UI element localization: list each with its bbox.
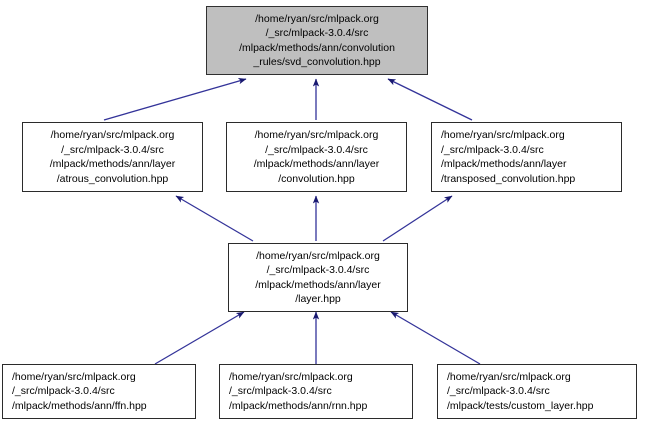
node-line: /mlpack/tests/custom_layer.hpp — [447, 399, 594, 412]
node-line: /home/ryan/src/mlpack.org — [50, 129, 175, 141]
node-line: /layer.hpp — [295, 293, 341, 305]
node-rnn[interactable]: /home/ryan/src/mlpack.org /_src/mlpack-3… — [219, 364, 413, 419]
node-line: /_src/mlpack-3.0.4/src — [229, 385, 332, 398]
node-line: /_src/mlpack-3.0.4/src — [441, 143, 544, 156]
node-line: /home/ryan/src/mlpack.org — [254, 129, 379, 141]
node-line: /_src/mlpack-3.0.4/src — [265, 27, 369, 39]
edge-custom-layer-to-layer — [390, 311, 481, 365]
node-line: /transposed_convolution.hpp — [441, 172, 576, 185]
node-line: /_src/mlpack-3.0.4/src — [266, 264, 370, 276]
edge-atrous-to-svd — [103, 78, 247, 121]
node-line: /mlpack/methods/ann/layer — [49, 158, 176, 170]
node-line: /mlpack/methods/ann/layer — [255, 278, 381, 291]
node-line: /home/ryan/src/mlpack.org — [255, 12, 379, 25]
node-line: _rules/svd_convolution.hpp — [253, 56, 381, 68]
node-convolution[interactable]: /home/ryan/src/mlpack.org /_src/mlpack-3… — [226, 122, 407, 192]
node-ffn[interactable]: /home/ryan/src/mlpack.org /_src/mlpack-3… — [2, 364, 196, 419]
edge-transposed-to-svd — [387, 78, 473, 121]
node-custom-layer[interactable]: /home/ryan/src/mlpack.org /_src/mlpack-3… — [437, 364, 637, 419]
node-transposed-convolution[interactable]: /home/ryan/src/mlpack.org /_src/mlpack-3… — [431, 122, 622, 192]
node-line: /home/ryan/src/mlpack.org — [229, 370, 353, 383]
node-line: /home/ryan/src/mlpack.org — [447, 370, 571, 383]
node-line: /_src/mlpack-3.0.4/src — [447, 385, 550, 398]
node-line: /mlpack/methods/ann/layer — [253, 158, 380, 170]
node-line: /_src/mlpack-3.0.4/src — [265, 143, 368, 156]
node-line: /home/ryan/src/mlpack.org — [256, 249, 380, 262]
node-line: /_src/mlpack-3.0.4/src — [61, 143, 164, 156]
node-line: /mlpack/methods/ann/ffn.hpp — [12, 399, 147, 412]
node-line: /mlpack/methods/ann/layer — [441, 158, 567, 170]
node-line: /atrous_convolution.hpp — [56, 172, 169, 185]
node-line: /mlpack/methods/ann/rnn.hpp — [229, 399, 368, 412]
node-line: /home/ryan/src/mlpack.org — [441, 129, 565, 141]
node-atrous-convolution[interactable]: /home/ryan/src/mlpack.org /_src/mlpack-3… — [22, 122, 203, 192]
node-line: /convolution.hpp — [278, 172, 355, 185]
edge-layer-to-atrous — [175, 195, 254, 242]
node-line: /home/ryan/src/mlpack.org — [12, 370, 136, 383]
node-svd-convolution[interactable]: /home/ryan/src/mlpack.org /_src/mlpack-3… — [206, 6, 428, 75]
node-line: /mlpack/methods/ann/convolution — [239, 41, 395, 54]
edge-ffn-to-layer — [154, 311, 245, 365]
node-layer[interactable]: /home/ryan/src/mlpack.org /_src/mlpack-3… — [228, 243, 408, 312]
node-line: /_src/mlpack-3.0.4/src — [12, 385, 115, 398]
edge-layer-to-transposed — [382, 195, 453, 242]
